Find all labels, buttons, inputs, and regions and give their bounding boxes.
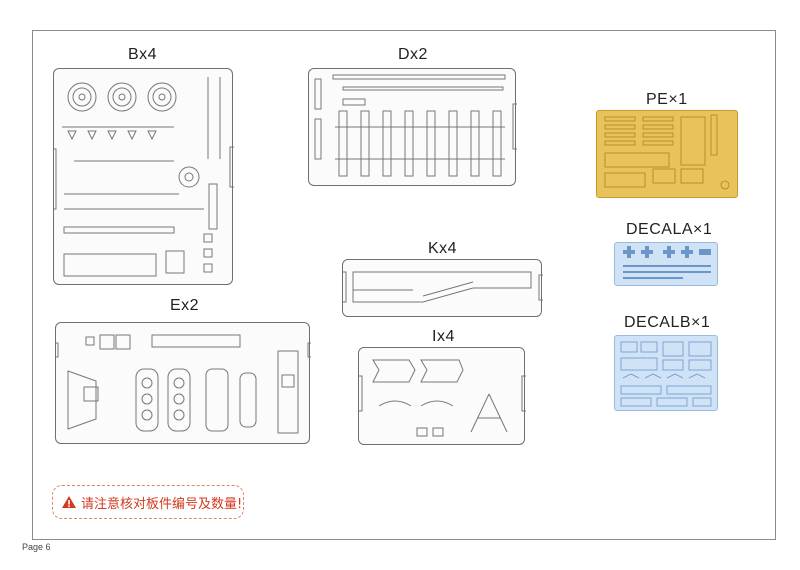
sprue-d: [308, 68, 517, 186]
sprue-k-drawing: [343, 271, 543, 303]
sprue-e-label: Ex2: [170, 297, 200, 314]
decal-b-drawing: [620, 341, 712, 407]
pe-sheet: [596, 110, 738, 198]
decal-a-sheet: [614, 242, 718, 286]
page-number: Page 6: [22, 542, 51, 552]
sprue-k: [342, 259, 543, 317]
warning-text: 请注意核对板件编号及数量!: [81, 496, 243, 512]
sprue-i-label: Ix4: [432, 328, 455, 345]
sprue-d-label: Dx2: [398, 46, 428, 63]
sprue-b-drawing: [54, 77, 234, 277]
sprue-e-drawing: [56, 334, 311, 434]
sprue-i-drawing: [359, 359, 526, 437]
decal-b-sheet: [614, 335, 718, 411]
sprue-e: [55, 322, 311, 444]
sprue-d-drawing: [314, 74, 517, 177]
pe-sheet-label: PE×1: [646, 91, 688, 108]
decal-a-label: DECALA×1: [626, 221, 713, 238]
warning-triangle-icon: [62, 496, 76, 508]
decal-a-drawing: [623, 246, 711, 279]
sprue-b-label: Bx4: [128, 46, 158, 63]
pe-sheet-drawing: [604, 114, 730, 190]
page-frame: [32, 30, 776, 540]
sprue-k-label: Kx4: [428, 240, 458, 257]
sprue-i: [358, 347, 526, 445]
decal-b-label: DECALB×1: [624, 314, 711, 331]
sprue-b: [53, 68, 234, 285]
warning-note: 请注意核对板件编号及数量!: [52, 485, 244, 519]
